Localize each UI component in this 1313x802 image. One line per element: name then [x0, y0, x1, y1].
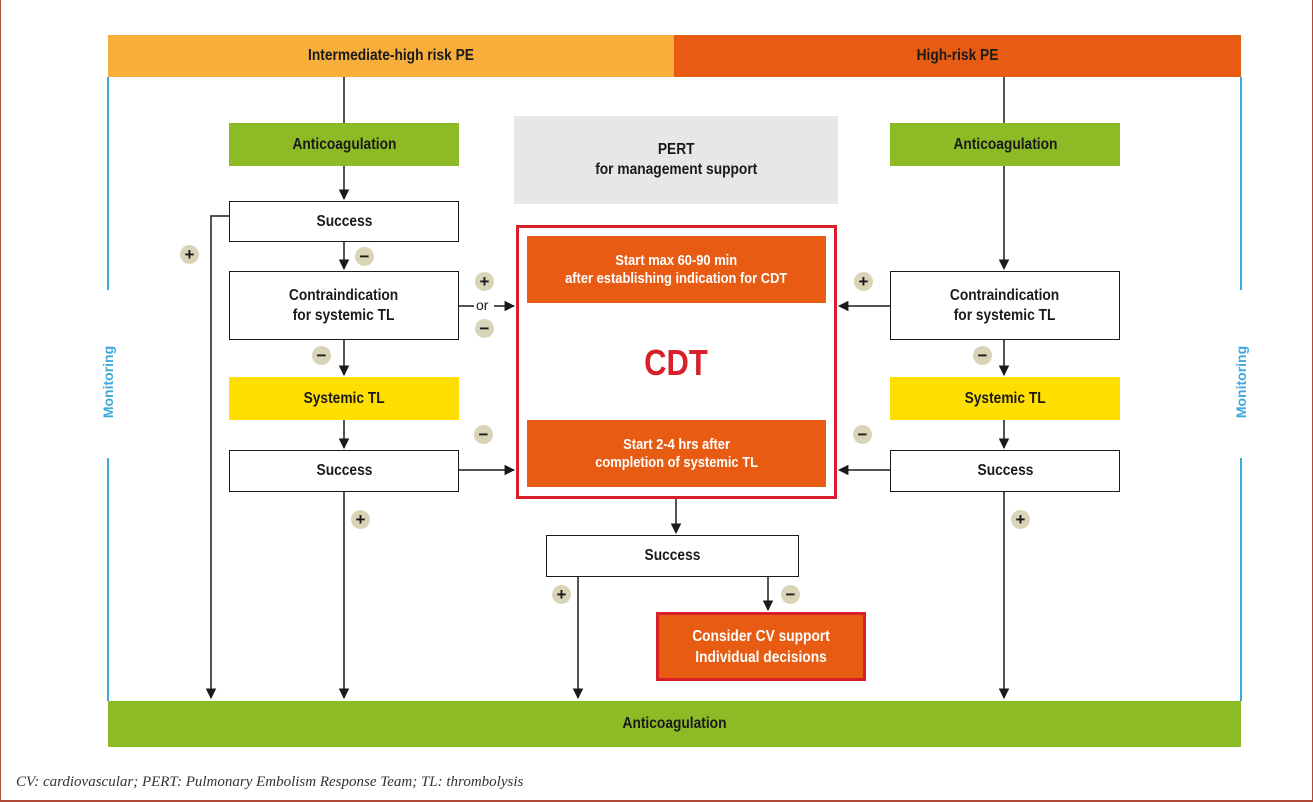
frame-bottom-border	[0, 800, 1313, 802]
consider-cv-support-box: Consider CV support Individual decisions	[656, 612, 866, 681]
minus-sign-or-branch: −	[475, 319, 494, 338]
pert-box: PERT for management support	[514, 116, 838, 204]
footer-bar	[108, 701, 1241, 747]
cdt-title: CDT	[644, 342, 708, 383]
cdt-start-top-box: Start max 60-90 min after establishing i…	[527, 236, 826, 303]
minus-sign-left-success-top: −	[355, 247, 374, 266]
header-left-bar	[108, 35, 674, 77]
left-contraindication-box: Contraindication for systemic TL	[229, 271, 459, 340]
cdt-start-bottom-box: Start 2-4 hrs after completion of system…	[527, 420, 826, 487]
right-success-box: Success	[890, 450, 1120, 492]
left-anticoagulation-box: Anticoagulation	[229, 123, 459, 166]
right-anticoagulation-box: Anticoagulation	[890, 123, 1120, 166]
center-success-box: Success	[546, 535, 799, 577]
minus-sign-left-systemic: −	[474, 425, 493, 444]
header-right-bar	[674, 35, 1241, 77]
footer-label: Anticoagulation	[622, 715, 727, 732]
or-label: or	[476, 297, 489, 313]
minus-sign-center-success: −	[781, 585, 800, 604]
left-success-top-box: Success	[229, 201, 459, 242]
header-left-label: Intermediate-high risk PE	[308, 47, 474, 64]
header-right-label: High-risk PE	[916, 47, 999, 64]
plus-sign-left-outer: +	[180, 245, 199, 264]
right-contraindication-box: Contraindication for systemic TL	[890, 271, 1120, 340]
plus-sign-left-success-bottom: +	[351, 510, 370, 529]
plus-sign-right-success: +	[1011, 510, 1030, 529]
minus-sign-right-systemic: −	[853, 425, 872, 444]
frame-left-border	[0, 0, 1, 802]
left-success-bottom-box: Success	[229, 450, 459, 492]
plus-sign-or-branch: +	[475, 272, 494, 291]
caption: CV: cardiovascular; PERT: Pulmonary Embo…	[16, 774, 524, 790]
left-systemic-tl-box: Systemic TL	[229, 377, 459, 420]
minus-sign-left-contraindication: −	[312, 346, 331, 365]
right-systemic-tl-box: Systemic TL	[890, 377, 1120, 420]
plus-sign-center-success: +	[552, 585, 571, 604]
plus-sign-right-contraindication: +	[854, 272, 873, 291]
minus-sign-right-contraindication: −	[973, 346, 992, 365]
